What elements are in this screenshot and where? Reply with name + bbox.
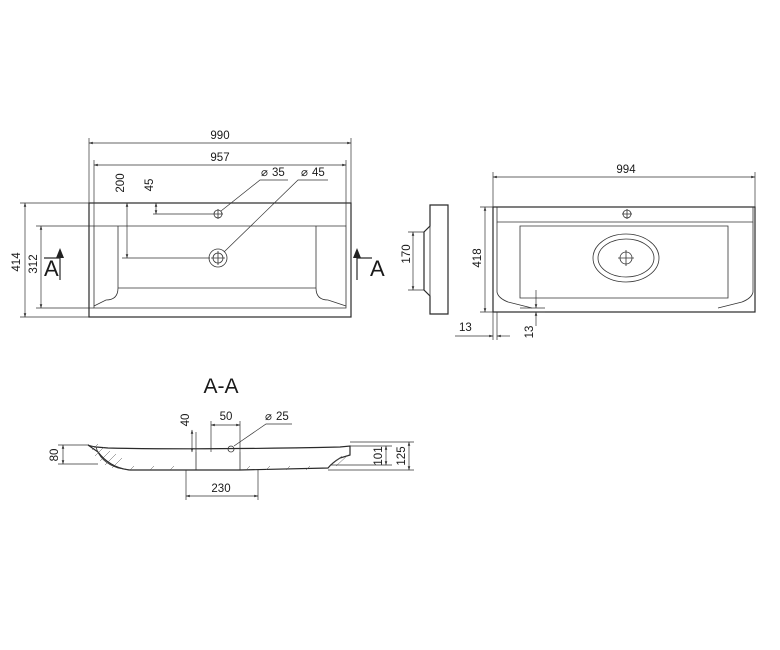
dim-230-label: 230 xyxy=(211,483,230,495)
dim-312-label: 312 xyxy=(28,254,40,273)
section-arrow-left-icon xyxy=(56,248,64,258)
hole-45-diameter-icon: ⌀ xyxy=(301,167,308,179)
section-arrow-right-icon xyxy=(353,248,361,258)
basin-left-slope xyxy=(93,226,119,307)
top-view-outline xyxy=(88,202,352,318)
dim-13-left-ext xyxy=(492,312,498,340)
bottom-view-drain-cross xyxy=(618,250,634,266)
dim-957-label: 957 xyxy=(210,152,229,164)
dim-80-label: 80 xyxy=(49,449,61,462)
dim-13-bottom-label: 13 xyxy=(524,326,536,339)
dim-101-label: 101 xyxy=(373,446,385,465)
section-title: A-A xyxy=(203,375,238,398)
hole-25-diameter-icon: ⌀ xyxy=(265,411,272,423)
bottom-view: 994 418 13 13 xyxy=(455,164,756,340)
hole-35-diameter-icon: ⌀ xyxy=(261,167,268,179)
section-profile xyxy=(87,444,351,471)
dim-990-ext xyxy=(88,138,352,203)
section-drain-walls xyxy=(195,452,241,470)
dim-414-ext xyxy=(20,202,89,318)
hole-35-leader xyxy=(220,179,288,212)
section-hatch-bottom xyxy=(129,465,311,471)
bottom-view-tap-cross xyxy=(622,209,632,219)
hole-35-label: 35 xyxy=(272,167,285,179)
bottom-view-drain-boss-inner xyxy=(597,238,655,278)
dim-50-ext xyxy=(210,421,241,452)
dim-200-label: 200 xyxy=(115,173,127,192)
dim-125-label: 125 xyxy=(396,446,408,465)
bottom-view-top-lip xyxy=(496,207,754,223)
dim-418-ext xyxy=(480,206,493,313)
basin-right-slope xyxy=(315,226,347,307)
bottom-view-right-slope xyxy=(717,222,754,309)
dim-990-label: 990 xyxy=(210,130,229,142)
bottom-view-outline xyxy=(492,206,756,313)
side-view: 170 xyxy=(401,204,449,315)
dim-13-bottom-ext xyxy=(520,307,545,313)
dim-312-ext xyxy=(36,225,94,309)
section-inner-left xyxy=(95,446,131,471)
dim-418-label: 418 xyxy=(472,248,484,267)
dim-40-label: 40 xyxy=(180,414,192,427)
hole-45-label: 45 xyxy=(312,167,325,179)
hole-25-leader xyxy=(233,423,292,447)
dim-414-label: 414 xyxy=(11,252,23,272)
top-view-basin xyxy=(93,225,347,309)
hole-45-leader xyxy=(223,179,328,253)
top-view: 990 957 200 45 ⌀ 35 ⌀ 45 414 312 A xyxy=(11,130,385,318)
bottom-view-drain-boss xyxy=(592,233,660,283)
dim-994-label: 994 xyxy=(616,164,636,176)
section-hatch-right xyxy=(329,454,349,467)
dim-50-label: 50 xyxy=(220,411,233,423)
dim-13-left-label: 13 xyxy=(459,322,472,334)
dim-45-label: 45 xyxy=(144,179,156,192)
section-mark-left-label: A xyxy=(44,256,59,281)
section-hole-icon xyxy=(227,445,235,453)
drain-hole-cross xyxy=(211,251,225,265)
tap-hole-cross xyxy=(213,209,223,219)
dim-170-label: 170 xyxy=(401,244,413,263)
section-view: A-A 40 50 ⌀ 25 80 101 125 xyxy=(49,375,414,500)
dim-957-ext xyxy=(93,160,347,226)
dim-170-ext xyxy=(408,231,424,291)
hole-25-label: 25 xyxy=(276,411,289,423)
dim-125-ext xyxy=(328,441,414,471)
bottom-view-left-slope xyxy=(496,222,533,309)
bottom-view-basin xyxy=(519,225,729,299)
side-view-outline xyxy=(423,204,449,315)
section-mark-right-label: A xyxy=(370,256,385,281)
section-hatch-left xyxy=(91,443,123,469)
